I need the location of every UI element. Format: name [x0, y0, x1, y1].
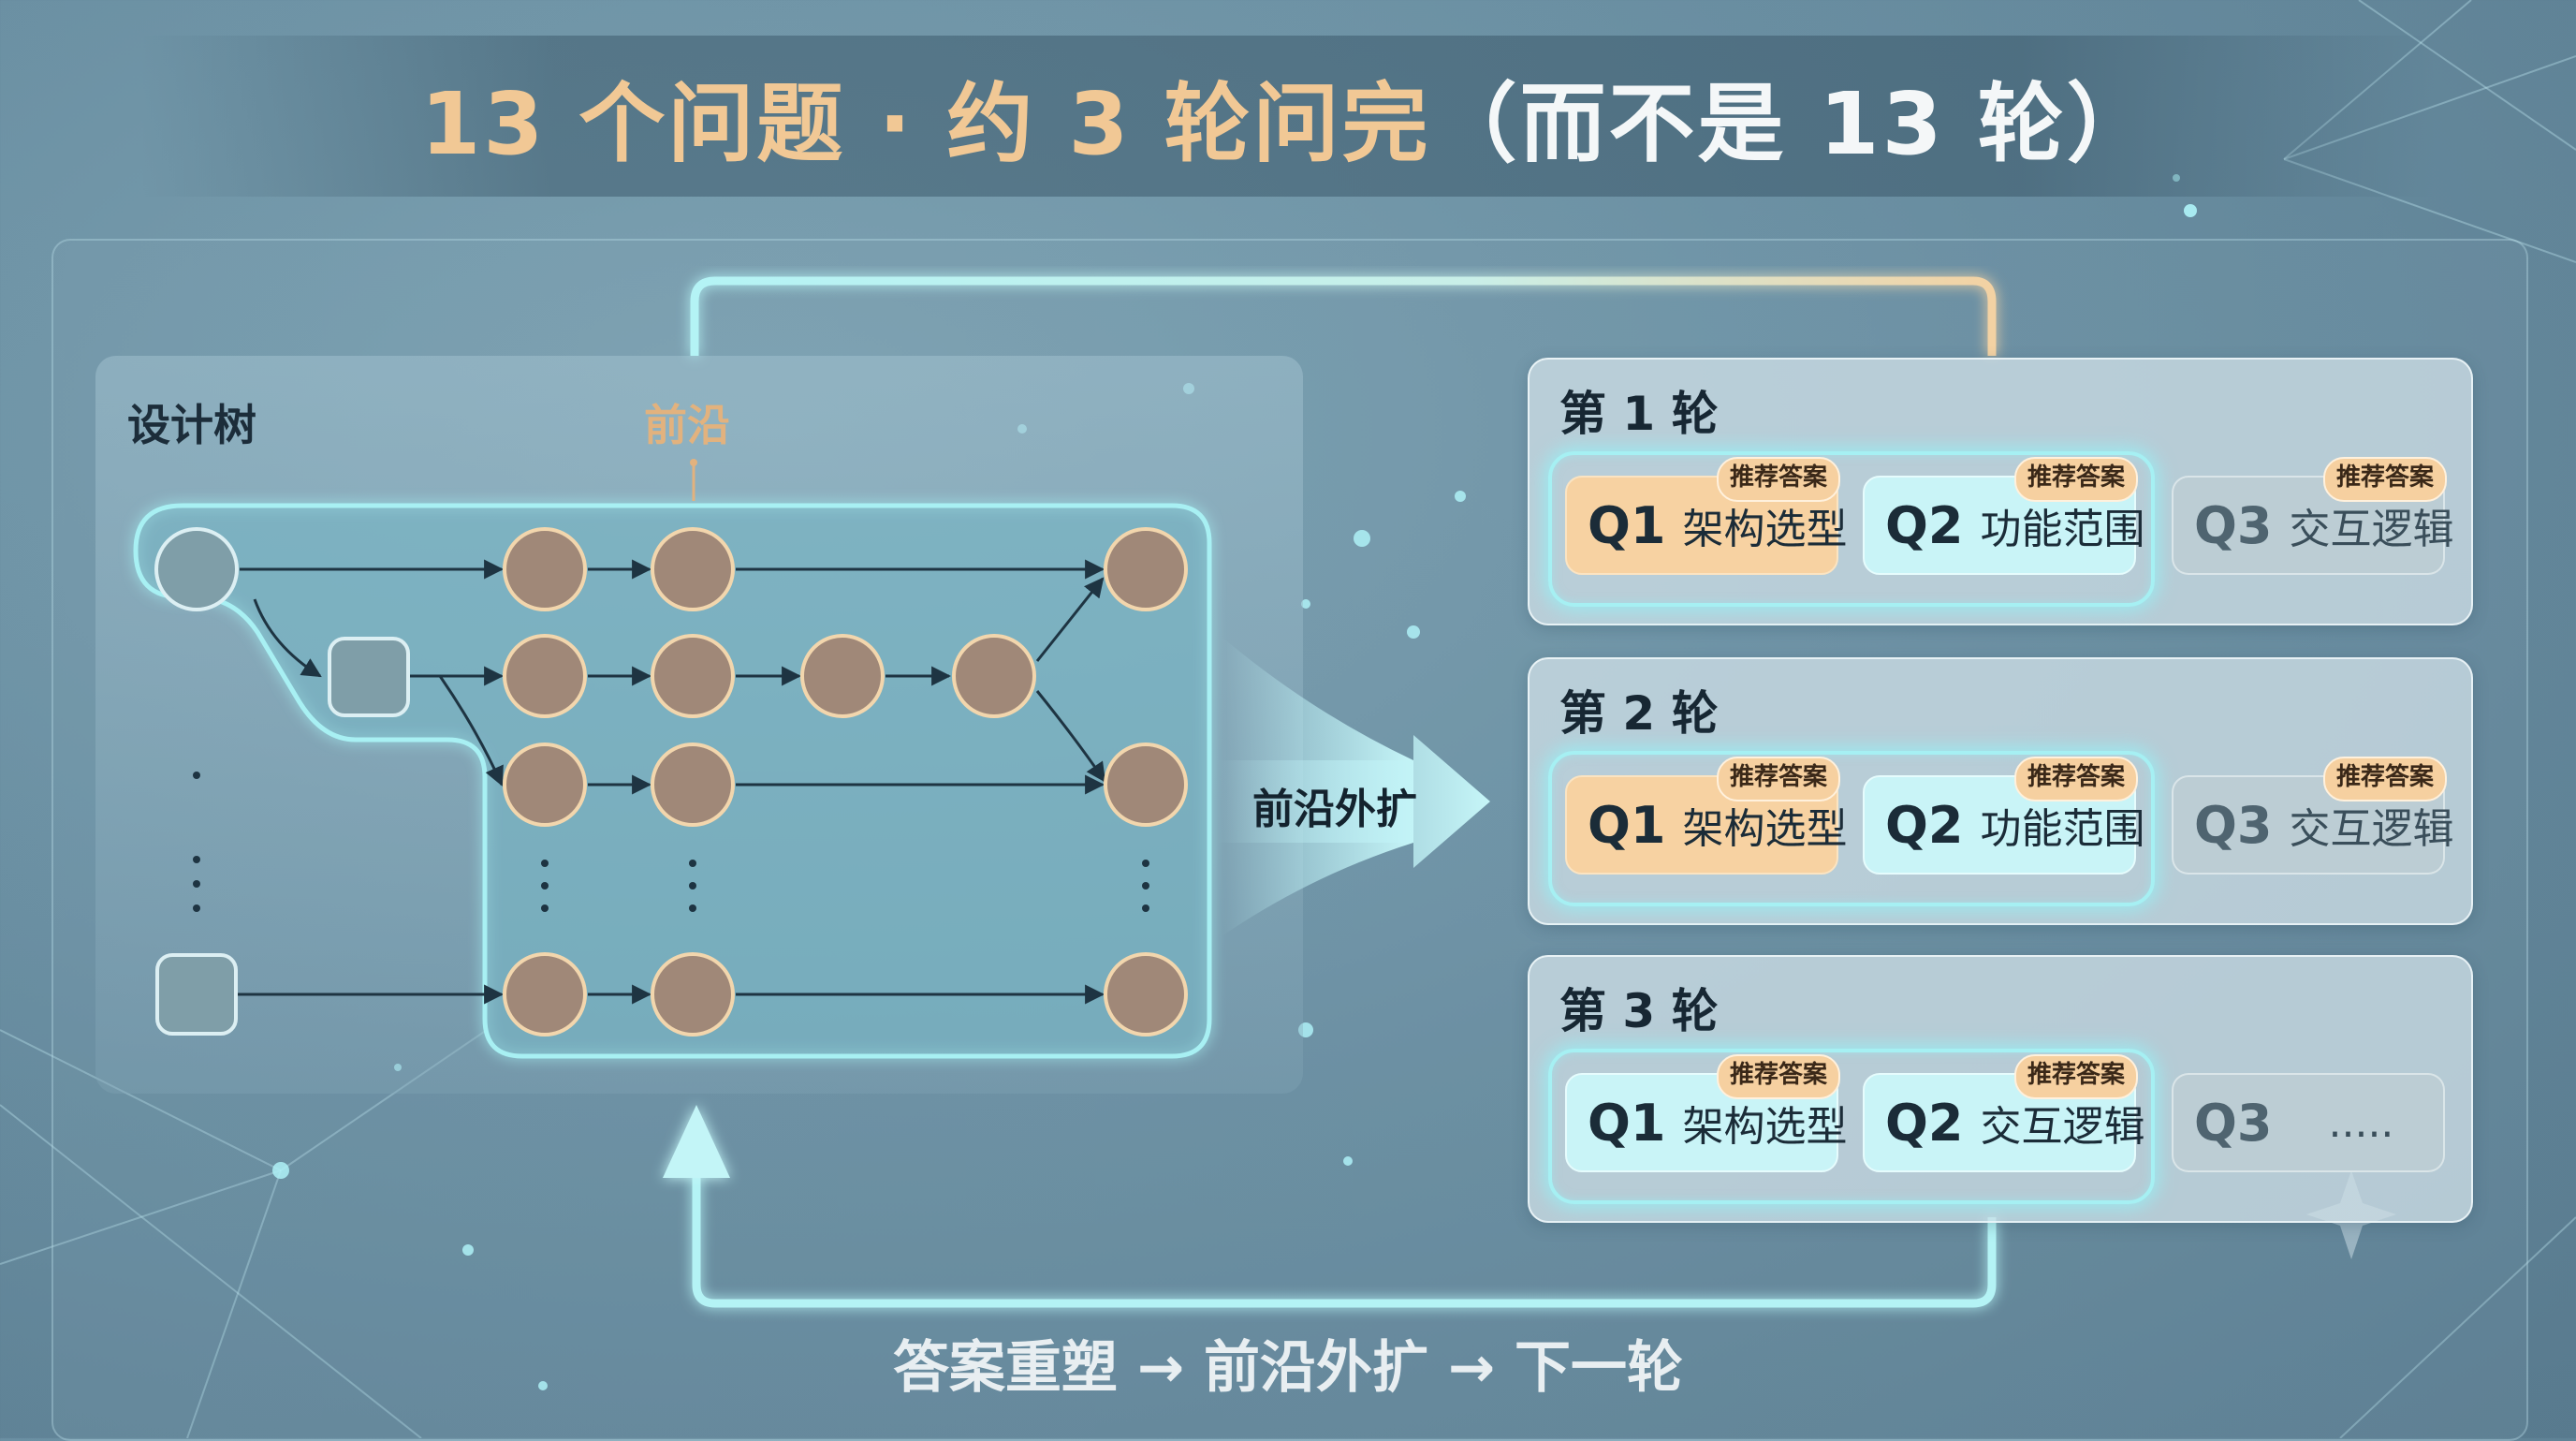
frontier-pointer-dot: [690, 459, 697, 466]
question-id: Q2: [1885, 1093, 1964, 1153]
edge: [253, 598, 322, 678]
recommended-answer-badge: 推荐答案: [2322, 757, 2447, 801]
recommended-answer-badge: 推荐答案: [2013, 457, 2138, 502]
round-card-2: 第 2 轮 Q1 架构选型 推荐答案 Q2 功能范围 推荐答案 Q3 交互逻辑 …: [1528, 657, 2473, 925]
feedback-loop-top: [690, 276, 1997, 356]
question-name: 功能范围: [1980, 805, 2145, 853]
title-count: 13 个问题 ·: [420, 73, 947, 174]
ellipsis-dot: [193, 904, 200, 912]
recommended-answer-badge: 推荐答案: [1716, 757, 1840, 801]
question-id: Q3: [2194, 495, 2273, 555]
frontier-node: [503, 743, 587, 827]
root-node: [154, 527, 239, 611]
ellipsis-dot: [193, 772, 200, 779]
recommended-answer-badge: 推荐答案: [2322, 457, 2447, 502]
title-band: 13 个问题 · 约 3 轮问完（而不是 13 轮）: [140, 36, 2436, 197]
question-id: Q3: [2194, 795, 2273, 855]
frontier-node: [651, 527, 735, 611]
ellipsis-dot: [689, 882, 696, 890]
frontier-node: [952, 634, 1036, 718]
question-card-q2[interactable]: Q2 交互逻辑 推荐答案: [1863, 1054, 2144, 1172]
expand-arrow: [1217, 735, 1490, 868]
question-id: Q1: [1588, 1093, 1666, 1153]
frontier-node: [651, 952, 735, 1037]
round-title: 第 2 轮: [1559, 686, 1719, 741]
ellipsis-dot: [1142, 904, 1149, 912]
question-id: Q1: [1588, 495, 1666, 555]
question-name: 交互逻辑: [2289, 506, 2454, 553]
page-title: 13 个问题 · 约 3 轮问完（而不是 13 轮）: [420, 54, 2155, 179]
question-card-q3[interactable]: Q3 交互逻辑 推荐答案: [2172, 457, 2453, 575]
title-rounds: 约 3 轮问完: [946, 73, 1431, 174]
ellipsis-dot: [193, 880, 200, 888]
loop-caption: 答案重塑 → 前沿外扩 → 下一轮: [892, 1335, 1684, 1401]
question-id: Q1: [1588, 795, 1666, 855]
question-card-q2[interactable]: Q2 功能范围 推荐答案: [1863, 757, 2144, 875]
frontier-node: [1104, 527, 1188, 611]
frontier-node: [503, 527, 587, 611]
recommended-answer-badge: 推荐答案: [2013, 757, 2138, 801]
active-question-group: [1548, 451, 2155, 607]
expand-label: 前沿外扩: [1252, 786, 1417, 833]
question-name: 功能范围: [1980, 506, 2145, 553]
frontier-node: [1104, 743, 1188, 827]
recommended-answer-badge: 推荐答案: [1716, 457, 1840, 502]
ellipsis-dot: [689, 860, 696, 867]
frontier-node: [1104, 952, 1188, 1037]
frontier-node: [651, 743, 735, 827]
ellipsis-dot: [541, 860, 549, 867]
frontier-node: [651, 634, 735, 718]
question-card-q2[interactable]: Q2 功能范围 推荐答案: [1863, 457, 2144, 575]
branch-node: [155, 953, 238, 1036]
question-card-q1[interactable]: Q1 架构选型 推荐答案: [1565, 757, 1847, 875]
recommended-answer-badge: 推荐答案: [1716, 1054, 1840, 1099]
active-question-group: [1548, 751, 2155, 906]
ellipsis-dot: [193, 856, 200, 863]
question-name: 交互逻辑: [2289, 805, 2454, 853]
round-card-3: 第 3 轮 Q1 架构选型 推荐答案 Q2 交互逻辑 推荐答案 Q3 .....: [1528, 955, 2473, 1223]
question-card-q1[interactable]: Q1 架构选型 推荐答案: [1565, 457, 1847, 575]
edge: [1035, 577, 1105, 662]
ellipsis-dot: [1142, 882, 1149, 890]
ellipsis-dot: [541, 904, 549, 912]
frontier-label: 前沿: [644, 400, 730, 450]
round-title: 第 3 轮: [1559, 984, 1719, 1038]
edge: [1035, 690, 1106, 783]
question-id: Q3: [2194, 1093, 2273, 1153]
feedback-loop-bottom: [692, 1161, 1997, 1308]
question-id: Q2: [1885, 795, 1964, 855]
branch-node: [328, 637, 410, 717]
frontier-node: [800, 634, 885, 718]
frontier-node: [503, 952, 587, 1037]
frontier-node: [503, 634, 587, 718]
ellipsis-dot: [541, 882, 549, 890]
ellipsis-dot: [1142, 860, 1149, 867]
edge: [438, 675, 504, 787]
round-title: 第 1 轮: [1559, 387, 1719, 441]
ellipsis-dot: [689, 904, 696, 912]
question-card-q1[interactable]: Q1 架构选型 推荐答案: [1565, 1054, 1847, 1172]
design-tree-label: 设计树: [127, 400, 256, 450]
question-name: 架构选型: [1682, 805, 1848, 853]
question-card-q3[interactable]: Q3 交互逻辑 推荐答案: [2172, 757, 2453, 875]
recommended-answer-badge: 推荐答案: [2013, 1054, 2138, 1099]
active-question-group: [1548, 1049, 2155, 1204]
question-name: .....: [2328, 1098, 2394, 1147]
title-note: （而不是 13 轮）: [1430, 73, 2156, 174]
question-name: 架构选型: [1682, 506, 1848, 553]
question-card-q3[interactable]: Q3 .....: [2172, 1073, 2445, 1172]
question-name: 架构选型: [1682, 1103, 1848, 1151]
question-id: Q2: [1885, 495, 1964, 555]
question-name: 交互逻辑: [1980, 1103, 2145, 1151]
round-card-1: 第 1 轮 Q1 架构选型 推荐答案 Q2 功能范围 推荐答案 Q3 交互逻辑 …: [1528, 358, 2473, 625]
feedback-loop-arrowhead: [663, 1105, 730, 1178]
